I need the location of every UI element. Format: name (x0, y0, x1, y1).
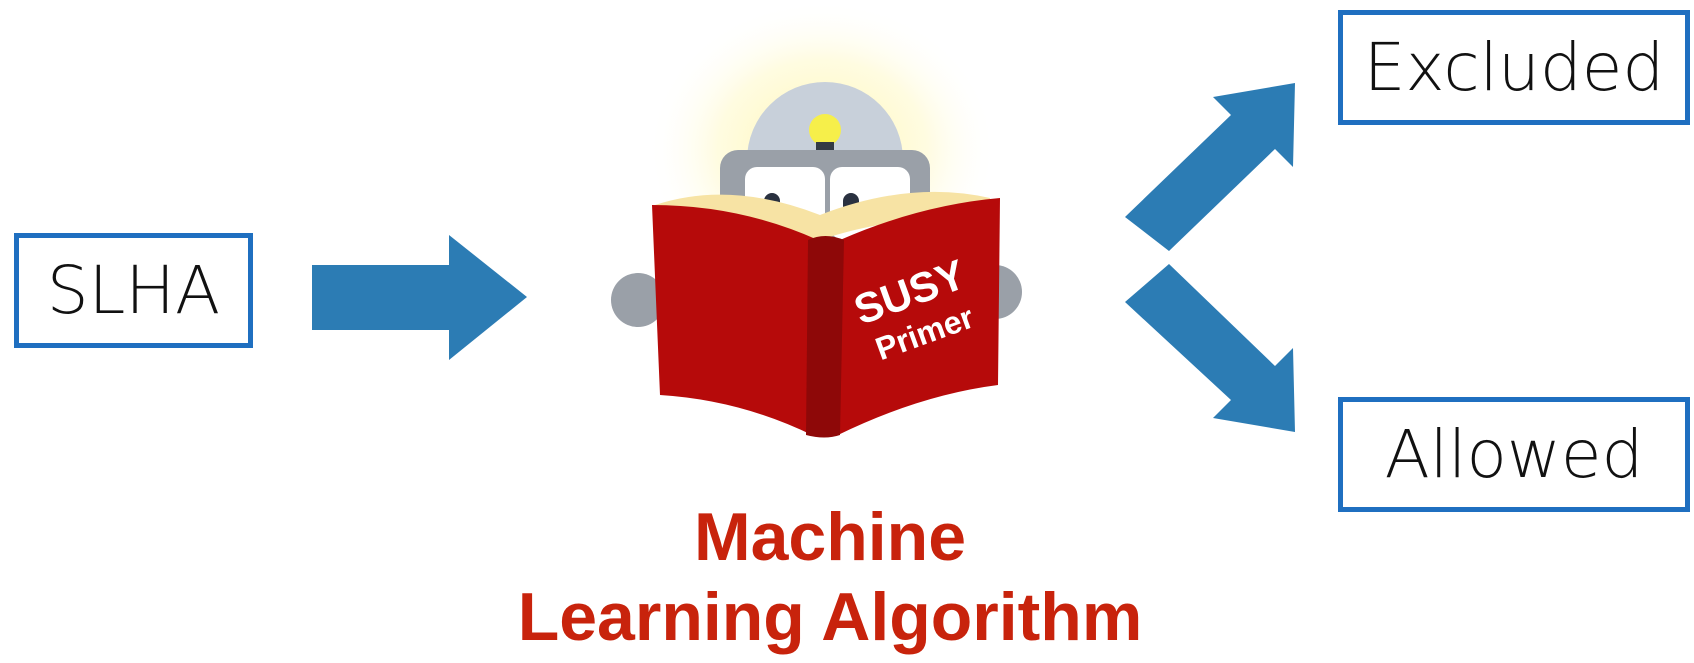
lightbulb-icon (809, 114, 841, 146)
excluded-output-box: Excluded (1338, 10, 1690, 125)
allowed-output-box: Allowed (1338, 397, 1690, 512)
excluded-label: Excluded (1363, 28, 1665, 106)
arrow-up-right-icon (1125, 83, 1295, 251)
book-cover-left (652, 205, 818, 435)
book-pages-right (820, 191, 990, 240)
slha-label: SLHA (46, 251, 221, 329)
book-cover-right (838, 198, 1000, 435)
algorithm-caption-line-2: Learning Algorithm (517, 579, 1143, 655)
arrow-down-right-icon (1125, 264, 1295, 432)
lightbulb-base (816, 142, 834, 151)
robot-hand-left (611, 273, 665, 327)
allowed-label: Allowed (1384, 415, 1644, 493)
robot-reading-book-icon: SUSY Primer (611, 0, 1022, 438)
book-spine (806, 236, 844, 438)
algorithm-caption-line-1: Machine (693, 499, 967, 575)
arrow-right-icon (312, 235, 527, 360)
slha-input-box: SLHA (14, 233, 253, 348)
